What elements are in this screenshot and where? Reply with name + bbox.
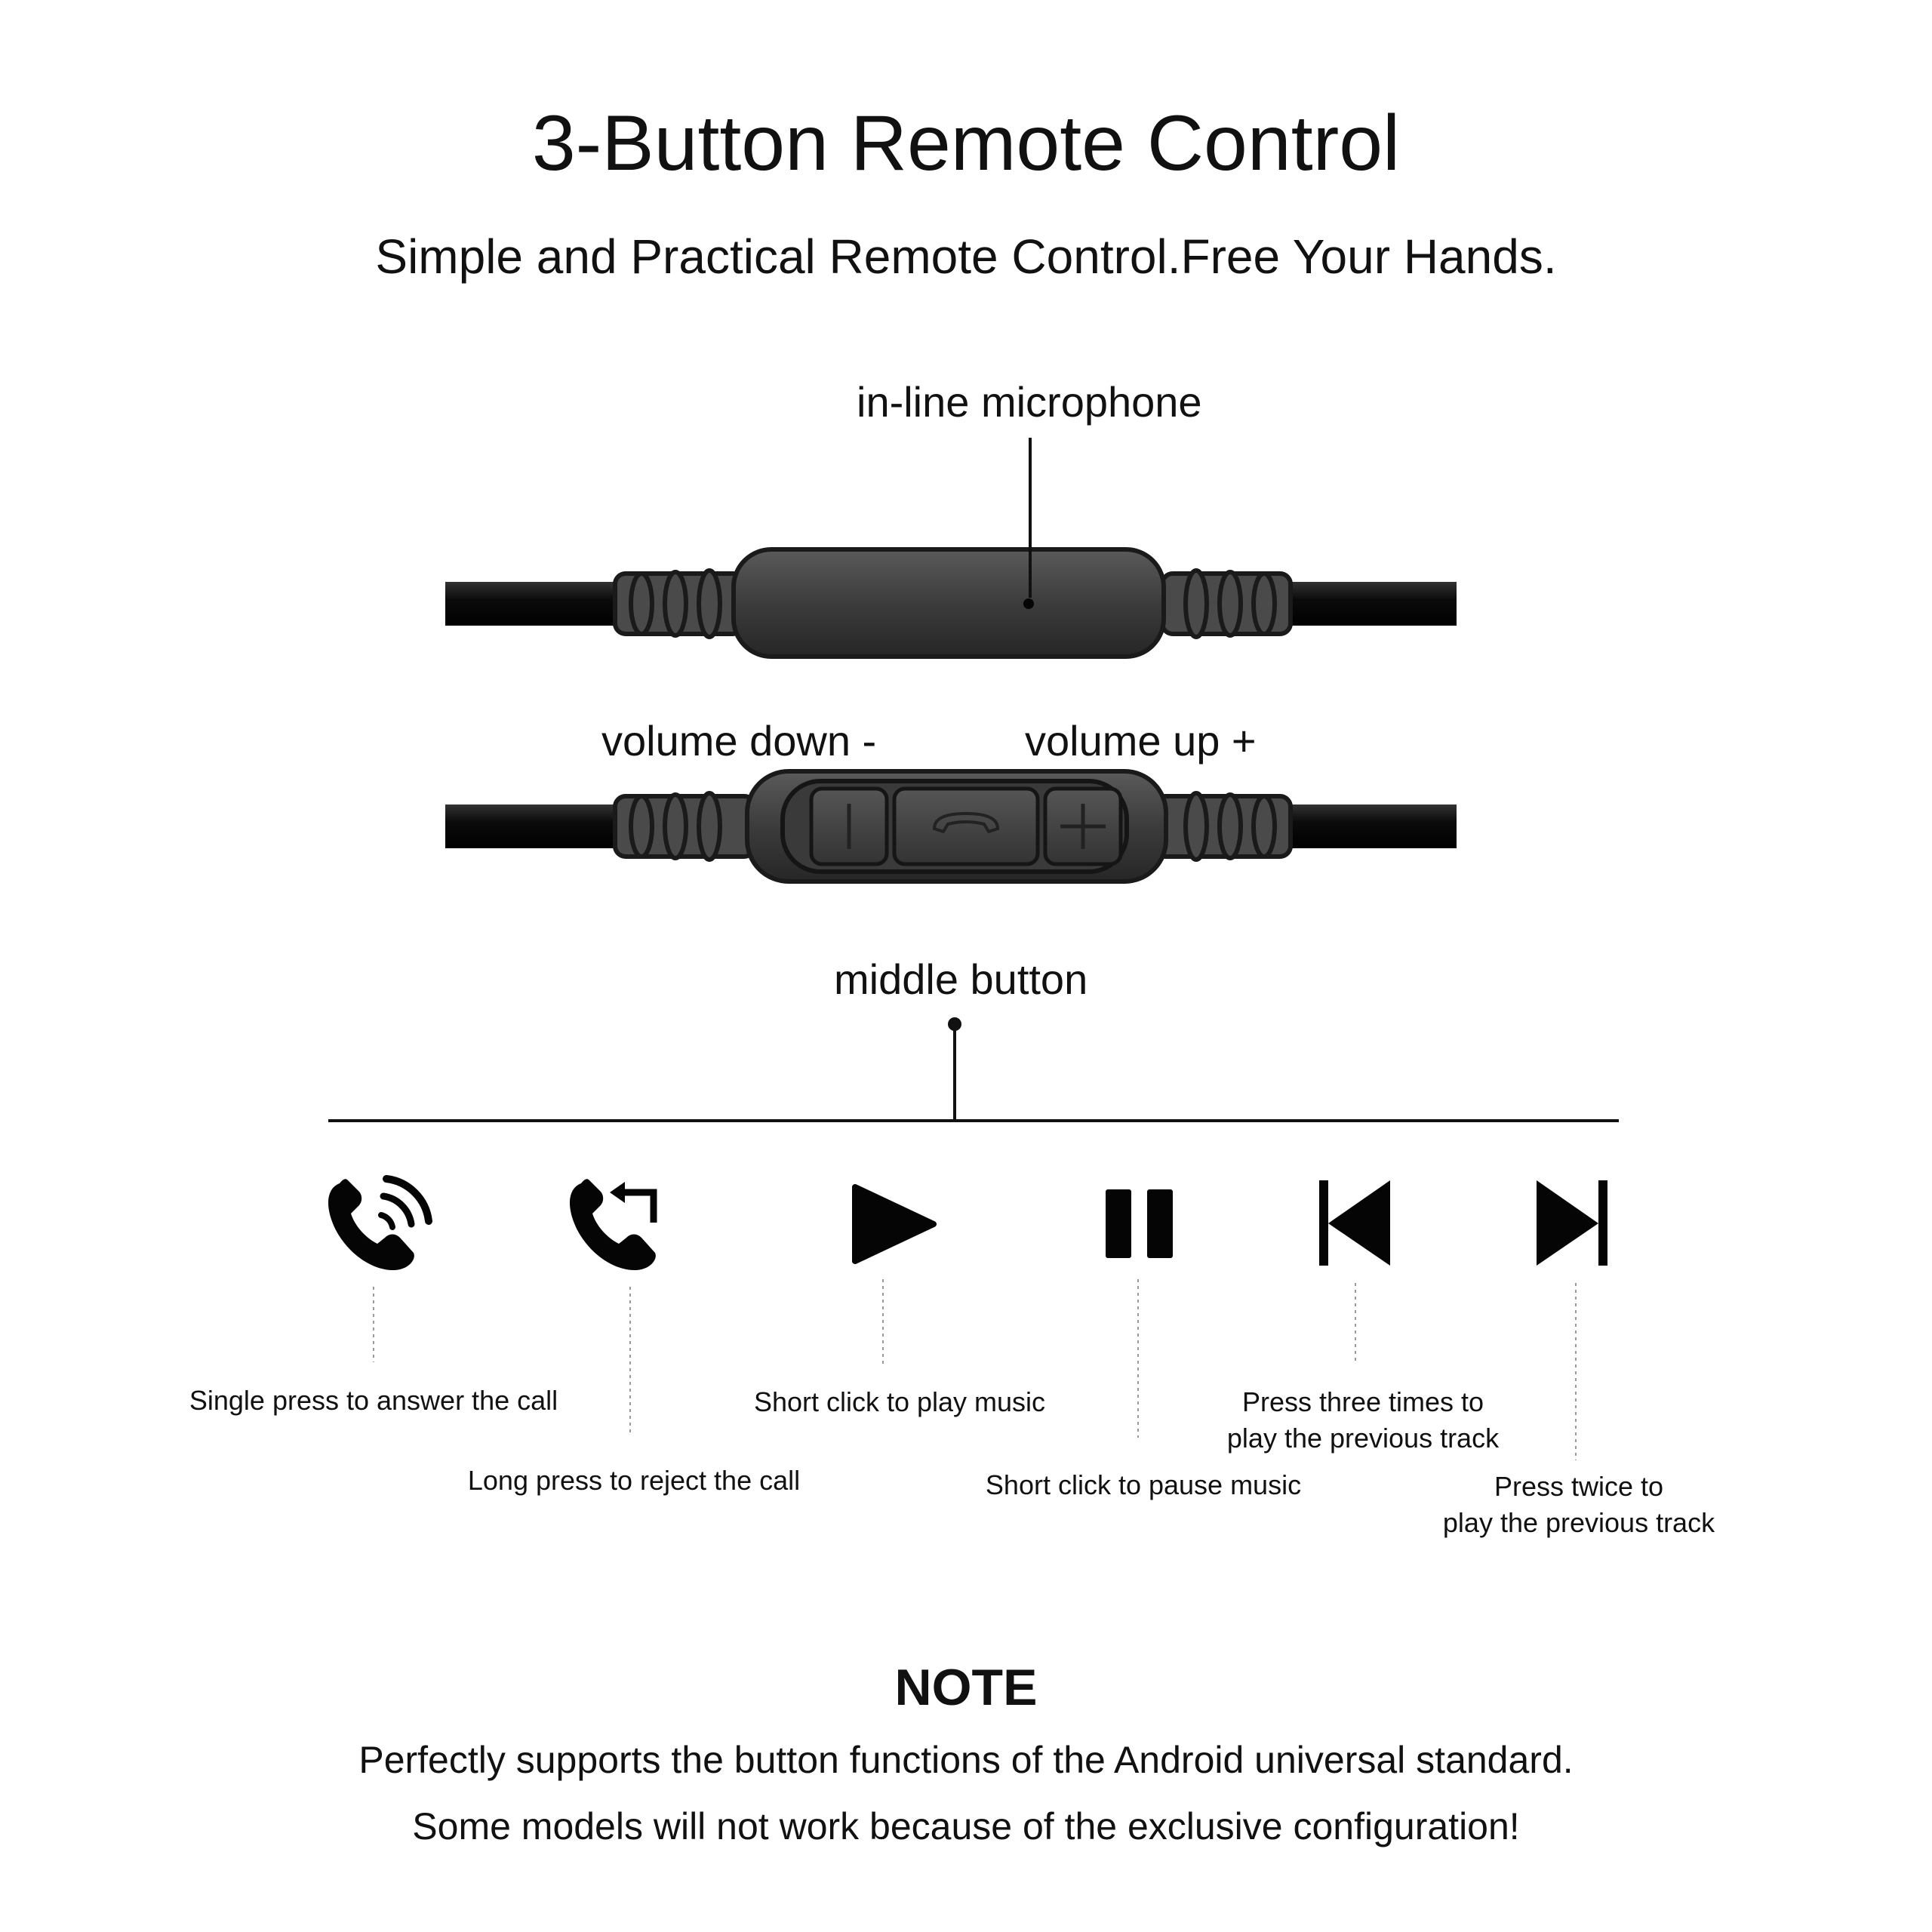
function-label-reject: Long press to reject the call	[467, 1465, 801, 1496]
function-label-previous: Press three times to play the previous t…	[1226, 1386, 1500, 1454]
volume-down-button	[809, 786, 889, 866]
phone-reject-icon	[569, 1179, 657, 1271]
function-label-play: Short click to play music	[753, 1386, 1046, 1417]
previous-track-icon	[1319, 1180, 1390, 1266]
page-title: 3-Button Remote Control	[531, 100, 1401, 187]
microphone-remote	[445, 438, 1457, 659]
note-title: NOTE	[894, 1659, 1038, 1716]
play-icon	[852, 1184, 937, 1264]
button-remote	[445, 769, 1457, 884]
cable-right	[1275, 582, 1457, 626]
page-subtitle: Simple and Practical Remote Control.Free…	[375, 229, 1557, 284]
volume-up-button	[1043, 786, 1123, 866]
function-label-answer: Single press to answer the call	[189, 1385, 558, 1416]
volume-down-label: volume down -	[601, 717, 877, 764]
volume-up-label: volume up +	[1025, 717, 1257, 764]
strain-relief-left	[613, 568, 746, 639]
phone-answer-icon	[328, 1175, 432, 1271]
strain-relief-right	[1152, 791, 1293, 862]
middle-button	[892, 786, 1040, 866]
function-label-pause: Short click to pause music	[985, 1469, 1302, 1500]
mic-label: in-line microphone	[857, 378, 1202, 426]
pause-icon	[1106, 1189, 1173, 1258]
cable-left	[445, 804, 626, 848]
leader-lines	[373, 1279, 1577, 1460]
strain-relief-right	[1160, 568, 1293, 639]
note-line-1: Perfectly supports the button functions …	[358, 1739, 1574, 1781]
middle-button-connector	[328, 1017, 1619, 1122]
middle-button-label: middle button	[834, 955, 1088, 1003]
mic-hole	[1023, 598, 1034, 609]
cable-right	[1275, 804, 1457, 848]
next-track-icon	[1537, 1180, 1607, 1266]
function-label-next: Press twice to play the previous track	[1442, 1471, 1715, 1538]
note-line-2: Some models will not work because of the…	[412, 1805, 1520, 1847]
strain-relief-left	[613, 791, 757, 862]
mic-housing	[731, 547, 1166, 659]
cable-left	[445, 582, 626, 626]
